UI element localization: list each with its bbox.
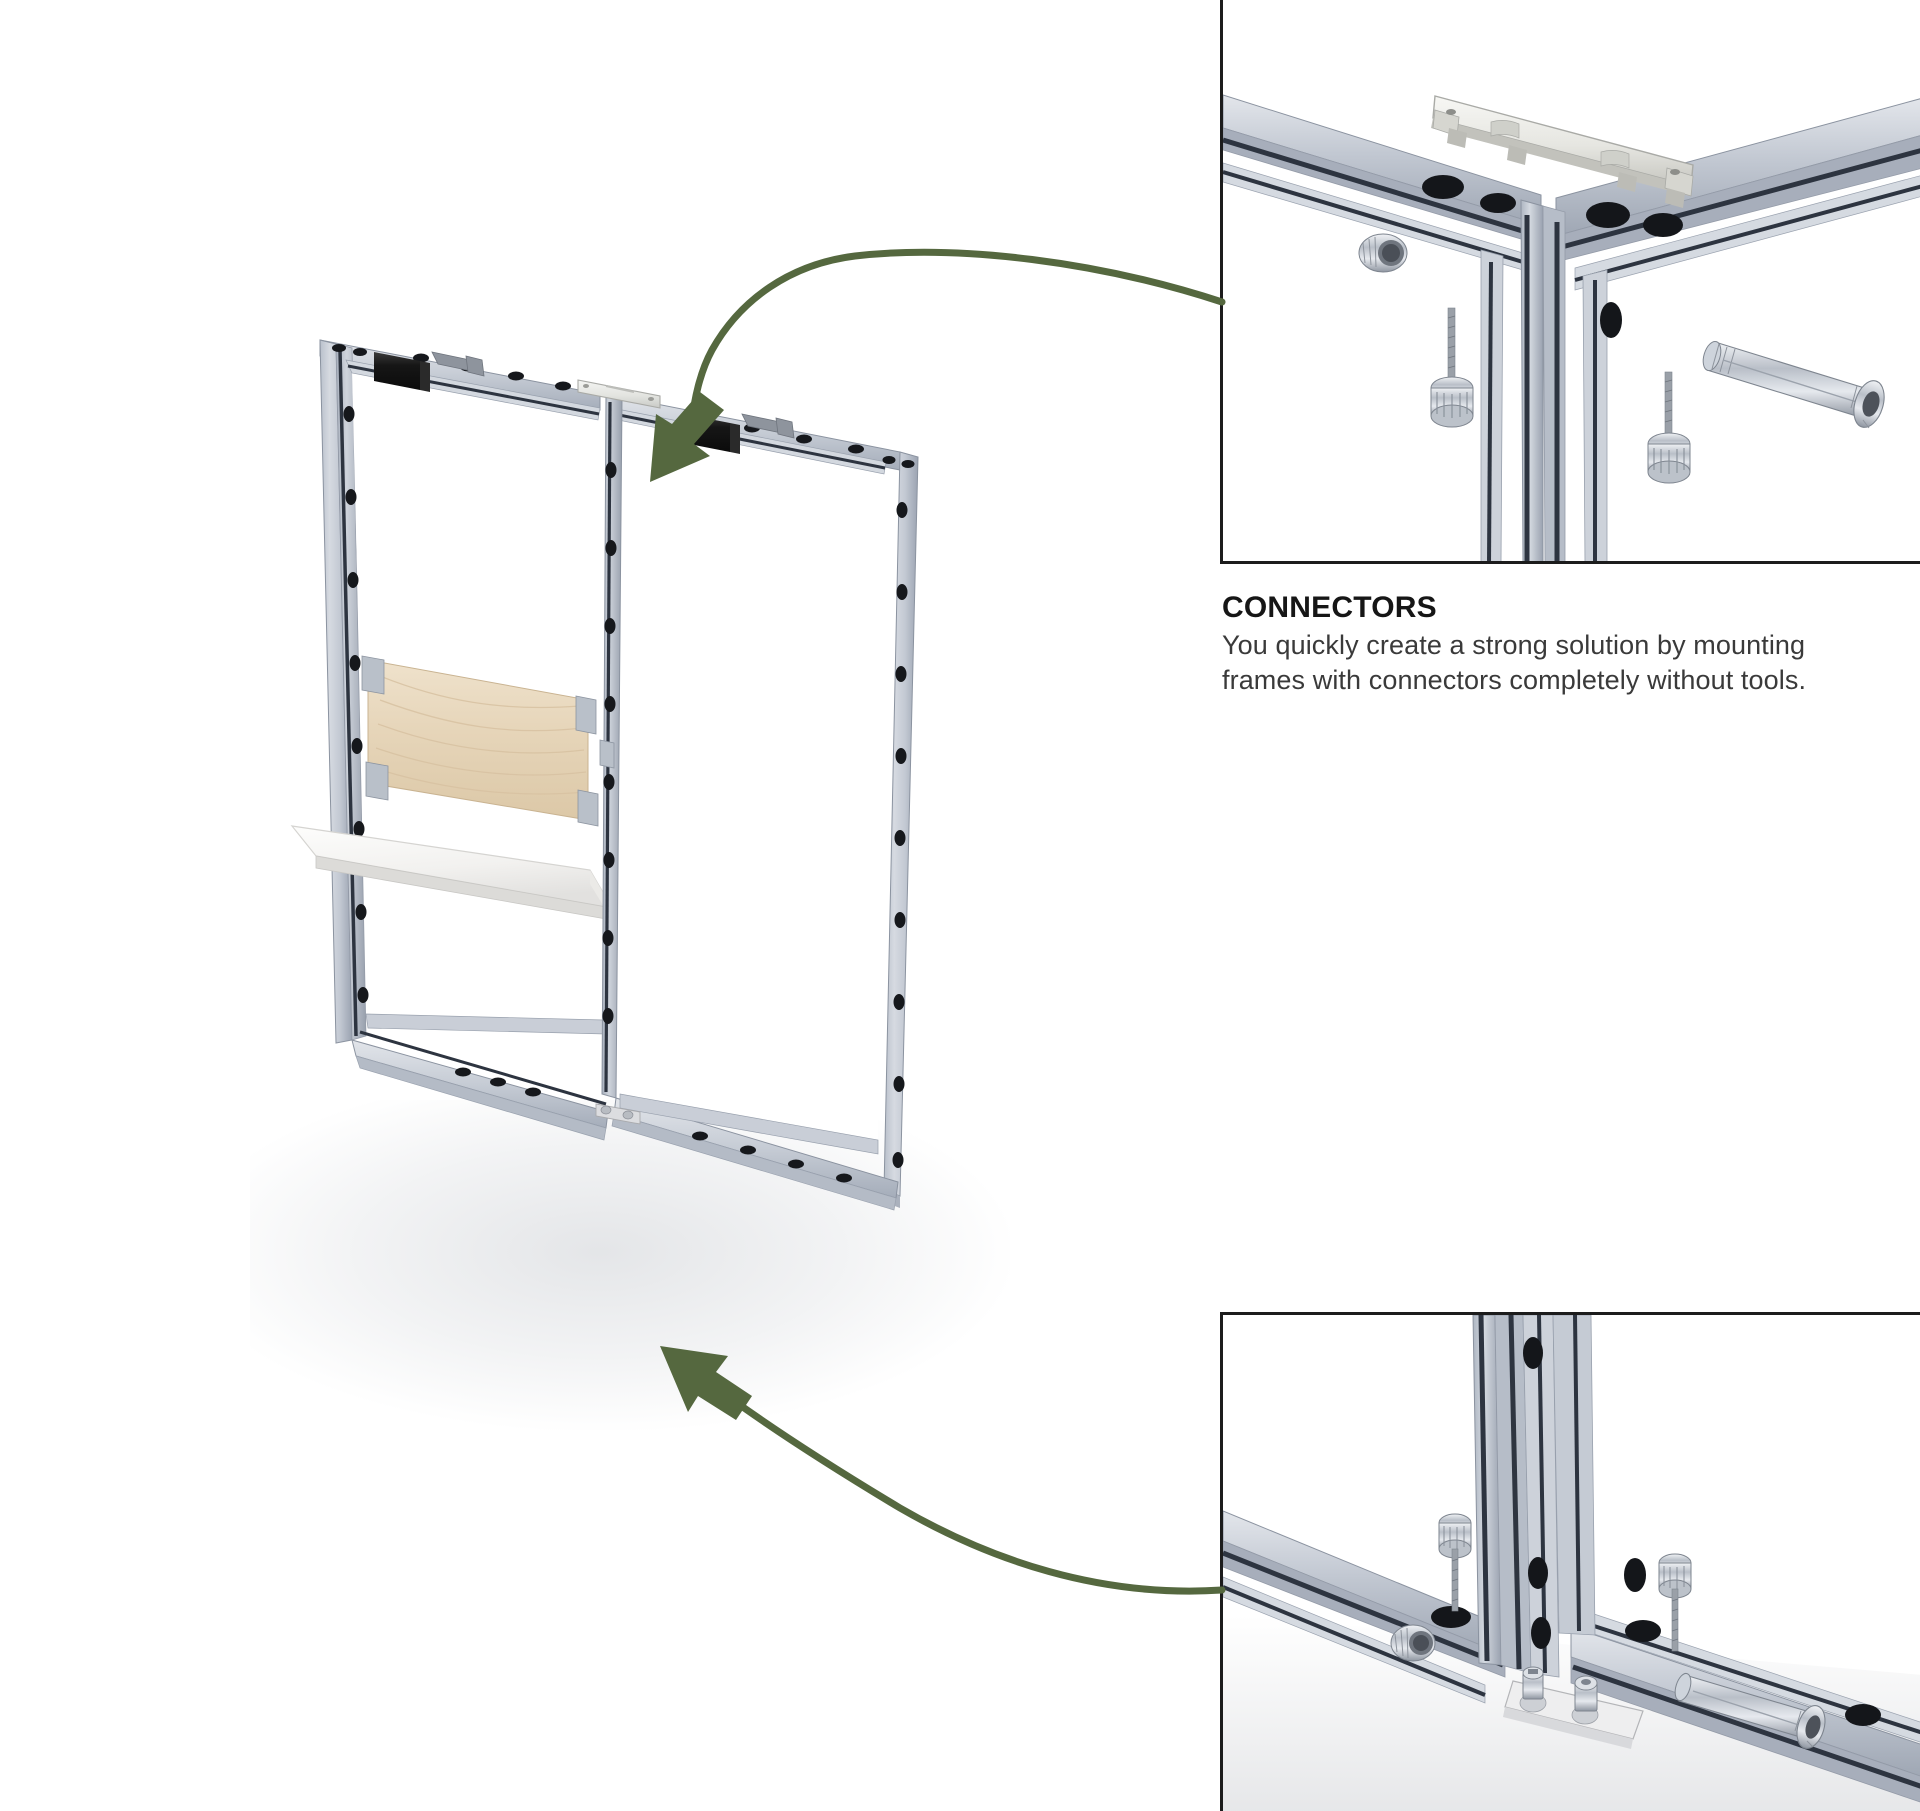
- profile-hole-row-bottom-left: [455, 1067, 541, 1097]
- floor-bracket: [595, 1103, 641, 1125]
- inset-post-hole: [1600, 302, 1622, 338]
- wood-panel-bracket: [361, 655, 599, 827]
- profile-hole-row-bottom-right: [692, 1131, 852, 1183]
- wood-panel: [361, 655, 599, 827]
- profile-hole-row-center: [602, 462, 617, 1024]
- caption-body: You quickly create a strong solution by …: [1222, 628, 1912, 698]
- corner-cap-holes-left: [332, 344, 367, 356]
- bottom-inset-knurled-nut: [1390, 1624, 1436, 1662]
- bottom-inset-hole-left: [1431, 1606, 1471, 1628]
- inset-thumb-screw-left: [1430, 307, 1474, 428]
- side-bracket-mid: [599, 739, 615, 769]
- bottom-inset-thumb-screw-right: [1658, 1553, 1692, 1652]
- inset-barrel-nut: [1702, 340, 1885, 429]
- bottom-inset-post-holes: [1523, 1337, 1551, 1649]
- modular-frame-assembly: [290, 339, 919, 1211]
- inset-center-posts: [1480, 199, 1608, 561]
- caption-body-line-1: You quickly create a strong solution by …: [1222, 629, 1806, 660]
- connectors-caption-block: CONNECTORS You quickly create a strong s…: [1222, 592, 1912, 698]
- bottom-inset-thumb-screw-left: [1438, 1513, 1472, 1612]
- profile-hole-row-left: [343, 406, 369, 1003]
- connector-detail-bottom-inset: [1220, 1312, 1920, 1811]
- bottom-inset-center-posts: [1472, 1315, 1596, 1678]
- inset-hole-row-right: [1586, 202, 1683, 237]
- bracket-left: [431, 351, 485, 377]
- bottom-inset-barrel-nut: [1674, 1672, 1826, 1749]
- bracket-bolt-right: [1574, 1675, 1598, 1712]
- frame-right: [601, 393, 919, 1211]
- clamp-left: [374, 352, 430, 392]
- inset-thumb-screw-right: [1647, 371, 1691, 484]
- bottom-inset-hole-row-right: [1624, 1558, 1881, 1726]
- bottom-inset-floor-bracket: [1503, 1666, 1644, 1749]
- connector-plate-top: [577, 379, 661, 409]
- caption-body-line-2: frames with connectors completely withou…: [1222, 664, 1807, 695]
- caption-heading: CONNECTORS: [1222, 591, 1437, 624]
- connector-detail-top-inset: [1220, 0, 1920, 564]
- inset-connector-plate: [1431, 95, 1694, 208]
- inset-hole-row-left: [1422, 175, 1516, 213]
- profile-hole-row-right: [892, 502, 908, 1168]
- inset-knurled-nut: [1358, 233, 1408, 273]
- bracket-bolt-left: [1522, 1666, 1544, 1700]
- corner-cap-holes-right: [882, 456, 915, 468]
